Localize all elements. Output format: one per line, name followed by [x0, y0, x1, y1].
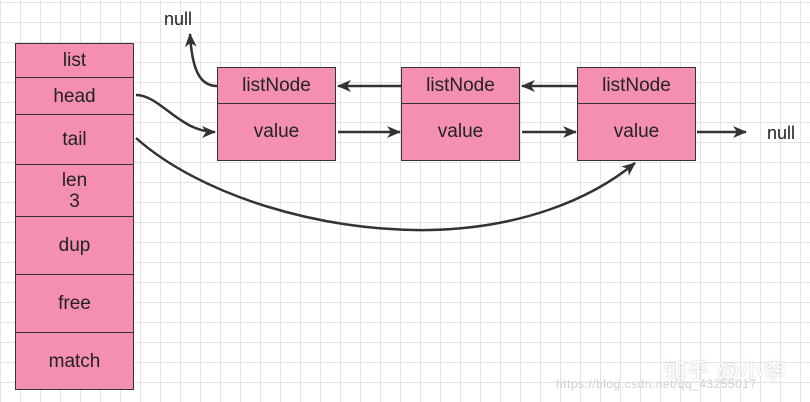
list-field-label: tail: [62, 129, 87, 150]
list-field-label: head: [53, 85, 96, 107]
node-value: value: [437, 121, 484, 142]
list-struct: list head tail len 3 dup free match: [15, 43, 134, 390]
head-arrow: [135, 93, 216, 138]
list-field-label: free: [58, 293, 91, 314]
list-node-3: listNode value: [577, 67, 696, 161]
source-url: https://blog.csdn.net/qq_43255017: [556, 377, 757, 391]
null-label-right: null: [767, 123, 796, 143]
list-field-head: head: [16, 77, 133, 114]
list-field-list: list: [16, 44, 133, 77]
watermark-text: 知乎 @小李: [664, 359, 787, 384]
list-field-len: len 3: [16, 164, 133, 216]
list-field-match: match: [16, 332, 133, 390]
node-title: listNode: [578, 68, 695, 104]
node-value: value: [253, 121, 300, 142]
list-field-dup: dup: [16, 216, 133, 274]
list-field-tail: tail: [16, 114, 133, 164]
list-node-2: listNode value: [401, 67, 520, 161]
list-field-label: match: [48, 351, 101, 372]
null-label-top: null: [164, 9, 193, 29]
list-field-label: list: [62, 50, 87, 71]
list-field-free: free: [16, 274, 133, 332]
node-value: value: [613, 121, 660, 142]
list-field-label: len 3: [61, 169, 88, 212]
node-title: listNode: [218, 68, 335, 104]
node1-prev-arrow: [184, 33, 218, 88]
list-field-label: dup: [58, 235, 91, 256]
node-title: listNode: [402, 68, 519, 104]
list-node-1: listNode value: [217, 67, 336, 161]
tail-arrow: [135, 137, 636, 232]
